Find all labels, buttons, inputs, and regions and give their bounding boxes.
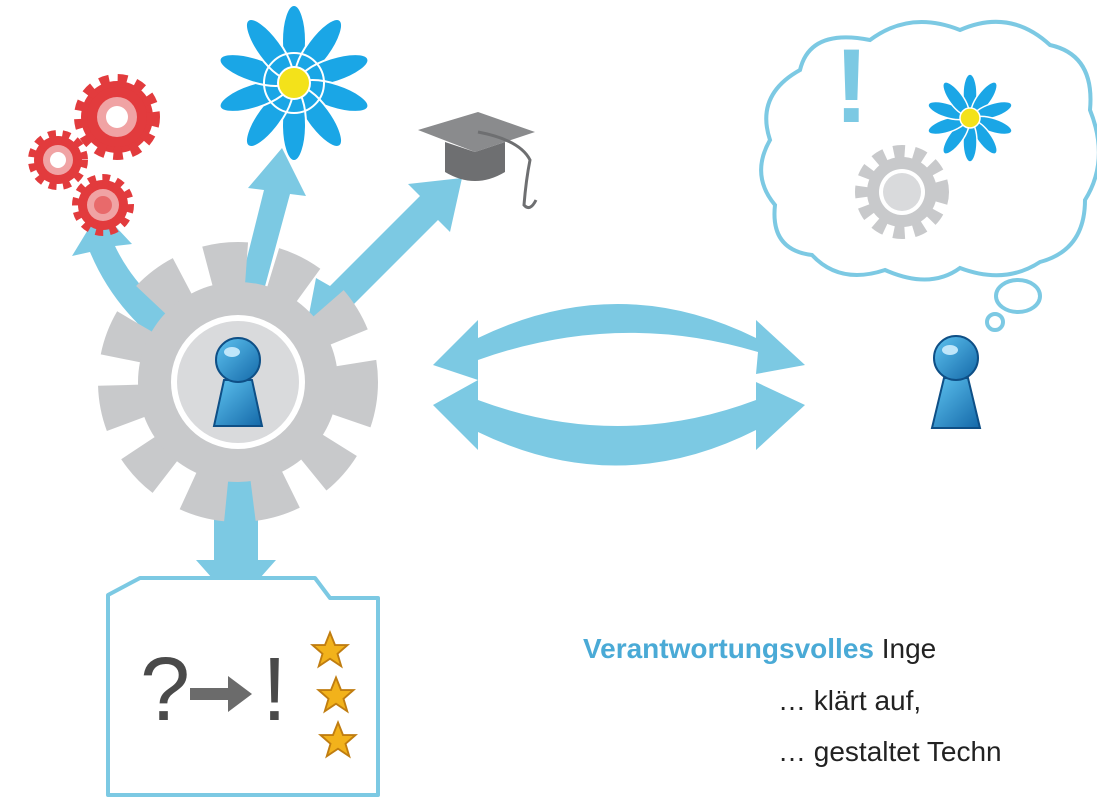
caption-line-3: … gestaltet Techn [778,736,1002,767]
small-flower-icon [925,73,1015,163]
central-gear-icon [98,242,378,522]
red-gears-icon [28,74,160,236]
graduation-cap-icon [418,112,538,210]
exclamation-mark-label: ! [262,640,287,740]
flower-icon [215,4,373,162]
person-icon [930,335,982,429]
arrow-right-icon [190,676,252,712]
small-gear-icon [855,145,949,239]
caption-line-1: Verantwortungsvolles Inge [583,633,936,665]
question-mark-label: ? [140,640,190,740]
keyhole-icon [212,337,264,427]
caption-line-1-rest: Inge [873,633,937,664]
caption-line-2: … klärt auf, [778,685,922,716]
cloud-exclamation-label: ! [834,28,869,145]
thought-cloud-icon: ! [759,19,1097,332]
caption-emphasis: Verantwortungsvolles [583,633,874,664]
document-icon: ? ! [106,576,380,797]
